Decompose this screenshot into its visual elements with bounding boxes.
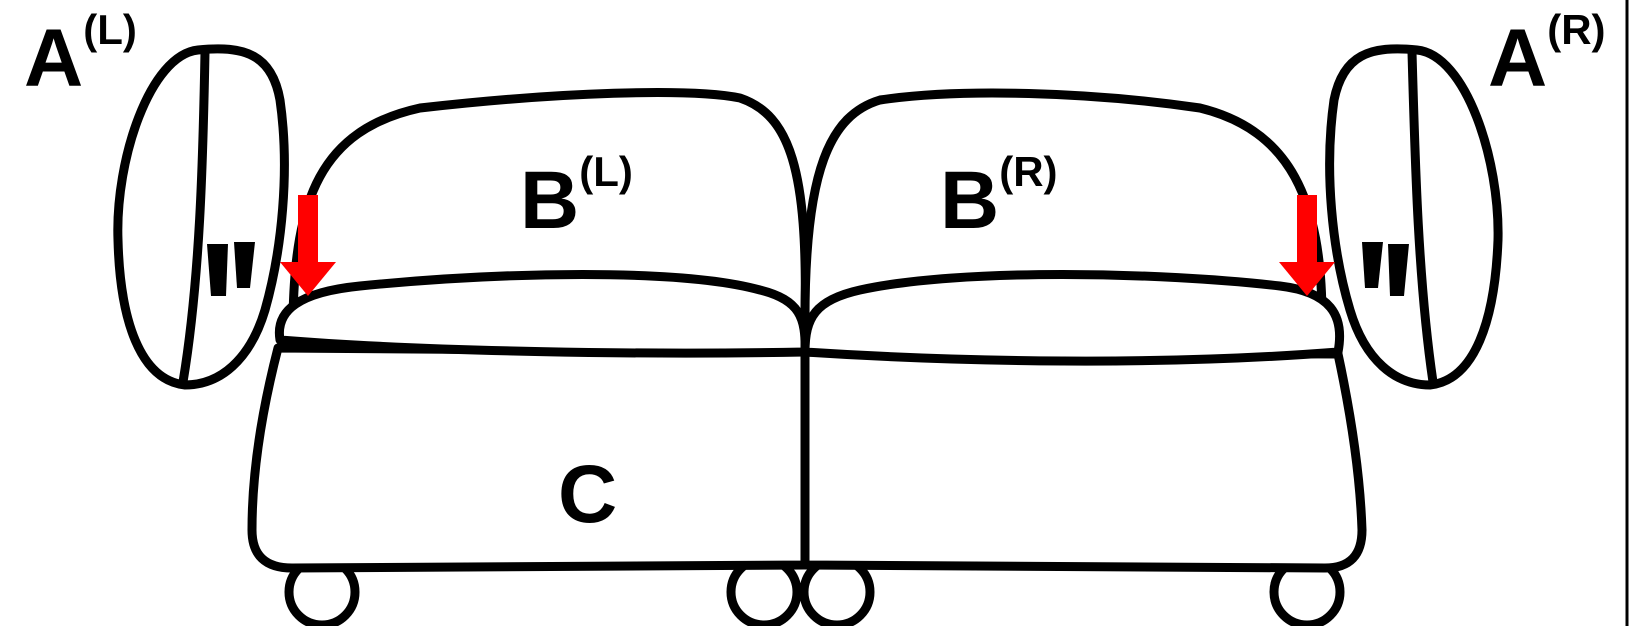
label-backrest-left: B(L) — [520, 148, 633, 246]
wedge-marker-icon — [1362, 242, 1409, 296]
backrest-left — [288, 88, 810, 323]
label-backrest-right: B(R) — [940, 148, 1058, 246]
base-right — [800, 347, 1367, 573]
armrest-right — [1325, 44, 1503, 390]
label-base: C — [558, 449, 617, 540]
seat-cushion-left — [274, 270, 810, 358]
armrest-left — [113, 44, 289, 390]
backrest-right — [800, 88, 1327, 323]
seat-cushion-right — [800, 270, 1345, 366]
down-arrow-icon — [280, 195, 336, 296]
label-armrest-right: A(R) — [1488, 6, 1606, 104]
wedge-marker-icon — [207, 242, 255, 296]
label-armrest-left: A(L) — [24, 6, 137, 104]
down-arrow-icon — [1279, 195, 1335, 296]
base-left — [247, 343, 810, 573]
